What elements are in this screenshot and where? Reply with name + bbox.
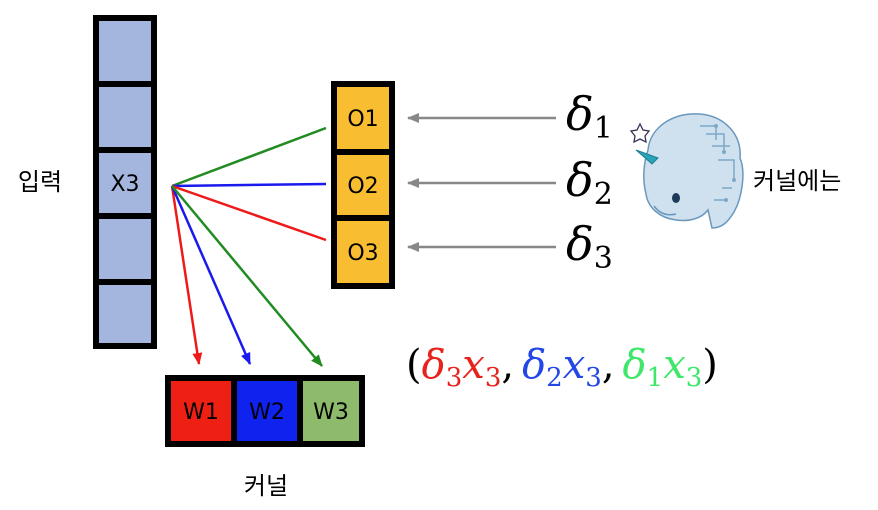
arrow-to-w1: [170, 185, 203, 365]
circuit-unicorn-icon: [629, 113, 744, 229]
delta-1: δ1: [566, 87, 613, 146]
output-label-o2: O2: [347, 174, 378, 199]
kernel-label: 커널: [244, 472, 288, 500]
input-cell-2: [93, 81, 157, 153]
kernel-cell-w3: [297, 375, 365, 447]
kernel-label-w1: W1: [183, 400, 219, 425]
output-label-o1: O1: [347, 107, 378, 132]
kernel-label-w3: W3: [313, 400, 349, 425]
input-cell-4: [93, 213, 157, 285]
input-column: X3: [93, 15, 157, 349]
kernel-label-w2: W2: [249, 400, 285, 425]
kernel-row: W1 W2 W3: [165, 375, 365, 447]
gradient-formula: (δ3x3,δ2x3,δ1x3): [406, 342, 718, 393]
kernel-cell-w2: [231, 375, 303, 447]
input-label: 입력: [18, 168, 62, 196]
input-cell-1: [93, 15, 157, 87]
output-column: O1 O2 O3: [331, 81, 395, 289]
connector-x3-o2: [171, 182, 327, 188]
output-label-o3: O3: [347, 241, 378, 266]
arrow-to-w3: [171, 185, 323, 367]
forward-connections: [171, 126, 327, 242]
gradient-arrows: [170, 185, 323, 367]
output-cell-o3: [331, 215, 395, 289]
arrow-to-w2: [170, 185, 252, 365]
kernel-note-label: 커널에는: [753, 167, 841, 195]
delta-3: δ3: [566, 217, 613, 276]
connector-x3-o3: [171, 184, 327, 242]
connector-x3-o1: [171, 126, 327, 188]
input-cell-x3-label: X3: [110, 172, 139, 197]
delta-2: δ2: [566, 153, 613, 212]
delta-arrows: [407, 113, 556, 252]
input-cell-5: [93, 279, 157, 349]
